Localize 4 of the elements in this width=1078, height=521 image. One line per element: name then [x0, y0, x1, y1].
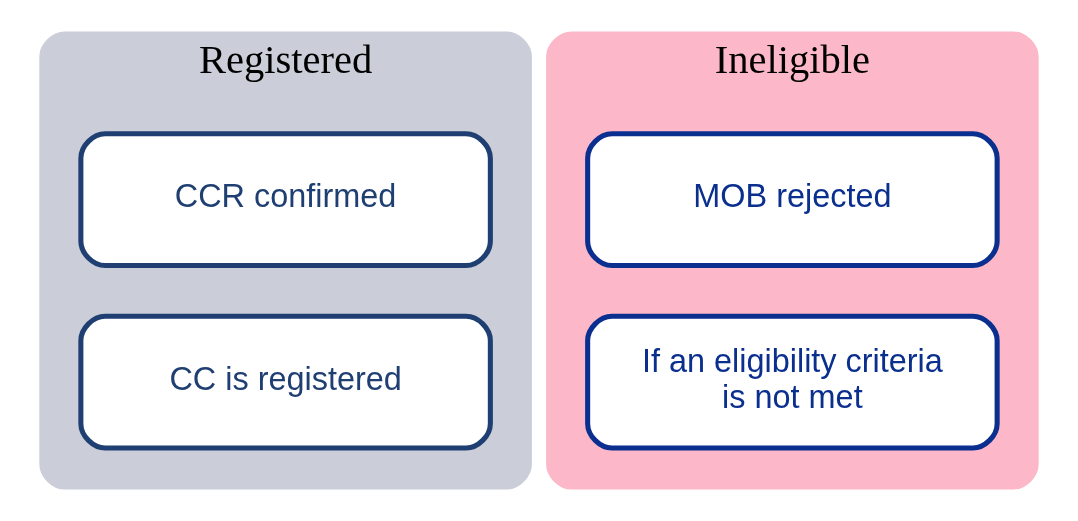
node-box: CC is registered — [78, 313, 493, 451]
node-box: If an eligibility criteria is not met — [585, 313, 1000, 451]
node-box: MOB rejected — [585, 131, 1000, 269]
node-box: CCR confirmed — [78, 131, 493, 269]
